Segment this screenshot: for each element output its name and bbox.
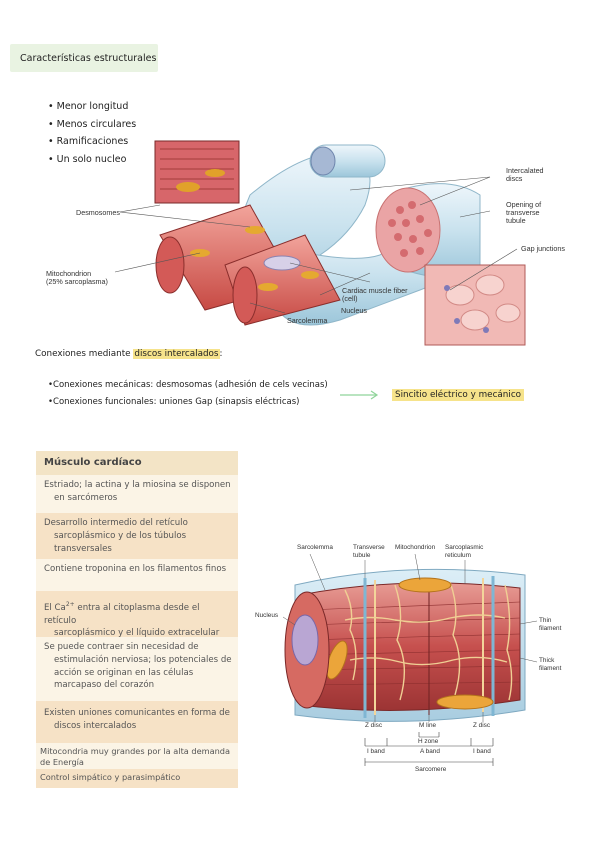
label-sarcoplasmic-reticulum: Sarcoplasmic reticulum (445, 544, 484, 559)
connections-title-prefix: Conexiones mediante (35, 349, 134, 359)
table-cell: Estriado; la actina y la miosina se disp… (44, 480, 231, 490)
label-mitochondrion: Mitochondrion (25% sarcoplasma) (46, 269, 108, 286)
table-row: Estriado; la actina y la miosina se disp… (36, 475, 238, 513)
label-nucleus: Nucleus (341, 306, 367, 315)
label-sarcomere: Sarcomere (415, 766, 447, 773)
table-row: Mitocondria muy grandes por la alta dema… (36, 743, 238, 769)
result-label: Sincitio eléctrico y mecánico (392, 389, 525, 401)
table-cell: Mitocondria muy grandes por la alta dema… (40, 746, 231, 756)
table-cell: Existen uniones comunicantes en forma de (44, 708, 230, 718)
sarcomere-illustration (282, 553, 538, 766)
table-cell-continuation: estimulación nerviosa; los potenciales d… (54, 654, 232, 665)
feature-item: Menor longitud (48, 98, 136, 116)
cardiac-muscle-illustration (114, 140, 526, 346)
label-nucleus: Nucleus (255, 612, 279, 619)
section-title: Características estructurales (20, 52, 157, 64)
table-cell: Desarrollo intermedio del retículo (44, 518, 188, 528)
connections-list: Conexiones mecánicas: desmosomas (adhesi… (48, 377, 328, 411)
table-cell-continuation: marcapaso del corazón (54, 680, 155, 691)
table-header: Músculo cardíaco (36, 451, 238, 475)
feature-item: Ramificaciones (48, 133, 136, 151)
label-sarcolemma: Sarcolemma (287, 316, 328, 325)
cardiac-muscle-table: Músculo cardíaco Estriado; la actina y l… (36, 451, 238, 788)
table-row: Control simpático y parasimpático (36, 769, 238, 788)
table-cell-continuation: discos intercalados (54, 720, 137, 731)
table-row: Contiene troponina en los filamentos fin… (36, 559, 238, 591)
table-cell-continuation: acción se originan en las células (54, 667, 194, 678)
table-cell-text: El Ca (44, 602, 66, 613)
label-intercalated-discs: Intercalated discs (506, 166, 544, 183)
table-cell-text: entra al citoplasma desde el retículo (44, 602, 200, 626)
table-row: Se puede contraer sin necesidad de estim… (36, 637, 238, 701)
connection-item: Conexiones mecánicas: desmosomas (adhesi… (48, 377, 328, 394)
sarcomere-figure: Sarcolemma Transverse tubule Mitochondri… (255, 540, 565, 780)
superscript: 2+ (65, 601, 75, 608)
connections-title-suffix: : (219, 349, 223, 359)
connections-title: Conexiones mediante discos intercalados: (35, 349, 222, 359)
label-cardiac-fiber: Cardiac muscle fiber (cell) (342, 286, 408, 303)
label-transverse-tubule: Opening of transverse tubule (506, 200, 542, 225)
table-cell: El Ca2+ entra al citoplasma desde el ret… (44, 601, 200, 626)
label-a-band: A band (420, 748, 440, 755)
table-row: El Ca2+ entra al citoplasma desde el ret… (36, 591, 238, 639)
label-m-line: M line (419, 722, 437, 729)
table-cell-continuation: sarcoplásmico y el líquido extracelular (54, 628, 220, 639)
table-cell-continuation: sarcoplásmico y de los túbulos (54, 530, 187, 541)
label-mitochondrion: Mitochondrion (395, 544, 436, 551)
arrow-right-icon (340, 390, 379, 400)
table-cell: Control simpático y parasimpático (40, 772, 181, 782)
label-thick-filament: Thick filament (539, 657, 562, 672)
feature-item: Un solo nucleo (48, 151, 136, 169)
feature-item: Menos circulares (48, 116, 137, 134)
section-header: Características estructurales (10, 44, 158, 72)
label-i-band: I band (473, 748, 491, 755)
label-i-band: I band (367, 748, 385, 755)
table-cell-continuation: en sarcómeros (54, 492, 118, 503)
cardiac-muscle-figure: Desmosomes Mitochondrion (25% sarcoplasm… (20, 135, 575, 350)
label-thin-filament: Thin filament (539, 617, 562, 632)
table-row: Desarrollo intermedio del retículo sarco… (36, 513, 238, 559)
label-z-disc: Z disc (365, 722, 383, 729)
table-cell-continuation: de Energía (40, 757, 84, 767)
label-z-disc: Z disc (473, 722, 491, 729)
connection-item: Conexiones funcionales: uniones Gap (sin… (48, 394, 328, 411)
label-gap-junctions: Gap junctions (521, 244, 565, 253)
label-sarcolemma: Sarcolemma (297, 544, 333, 551)
label-h-zone: H zone (418, 738, 439, 745)
connections-title-highlight: discos intercalados (133, 349, 220, 359)
table-row: Existen uniones comunicantes en forma de… (36, 701, 238, 743)
label-desmosomes: Desmosomes (76, 208, 120, 217)
table-cell: Se puede contraer sin necesidad de (44, 642, 199, 652)
table-cell-continuation: transversales (54, 543, 112, 554)
table-cell: Contiene troponina en los filamentos fin… (44, 564, 227, 574)
label-transverse-tubule: Transverse tubule (353, 544, 385, 559)
features-list: Menor longitud Menos circulares Ramifica… (48, 98, 137, 169)
